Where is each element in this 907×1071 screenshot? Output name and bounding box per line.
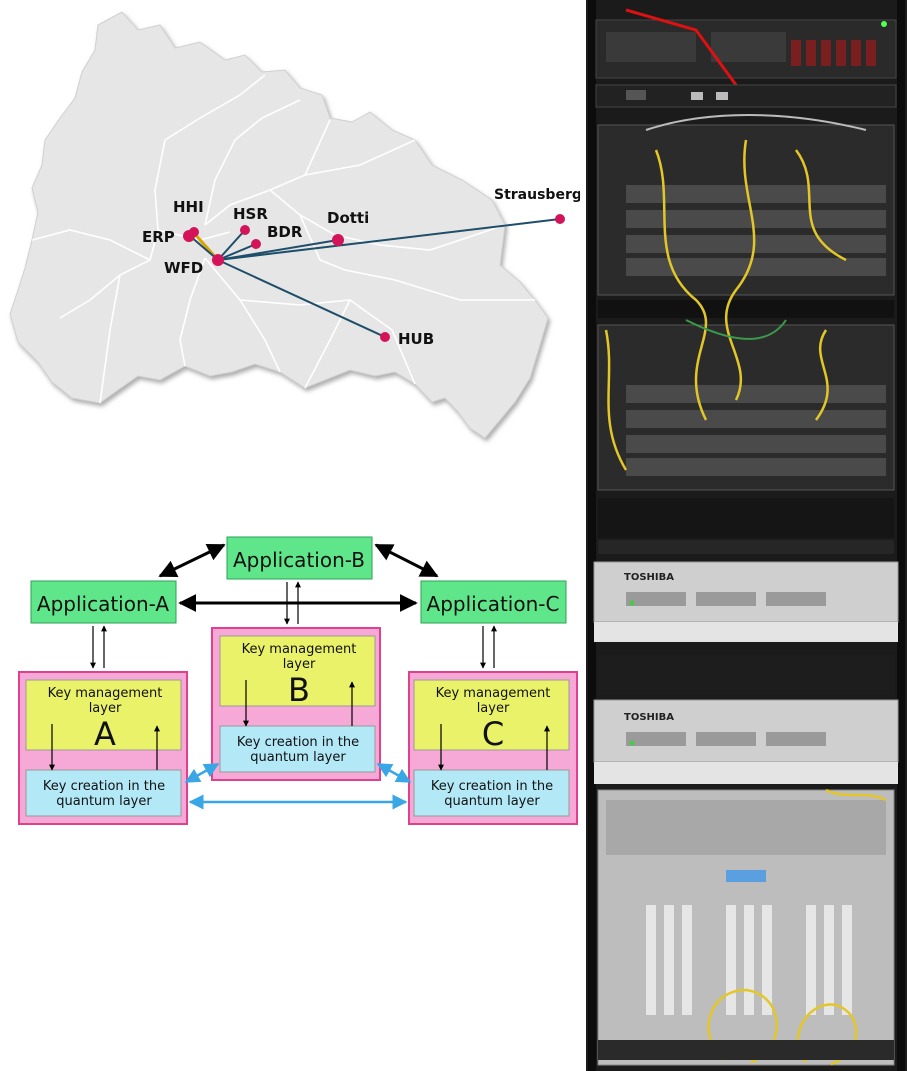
km-b-letter: B — [288, 671, 310, 709]
node-erp — [183, 230, 195, 242]
km-c-line1: Key management — [436, 686, 551, 701]
link-wfd-erp — [189, 235, 219, 261]
km-a-line2: layer — [89, 701, 122, 716]
label-erp: ERP — [142, 228, 175, 246]
q-c-line1: Key creation in the — [431, 779, 553, 794]
quantum-layer-b — [219, 725, 376, 773]
node-dotti — [332, 234, 344, 246]
quantum-links — [184, 762, 412, 810]
application-a-label: Application-A — [37, 592, 170, 616]
equipment-rack-photo: TOSHIBA TOSHIBA — [586, 0, 907, 1071]
berlin-outline — [9, 11, 549, 439]
label-strausberg: Strausberg — [494, 187, 580, 203]
application-c-label: Application-C — [427, 592, 560, 616]
q-a-line2: quantum layer — [56, 794, 152, 809]
district-borders — [31, 74, 535, 404]
quantum-link-b-c — [376, 762, 412, 784]
toshiba-unit-1-label: TOSHIBA — [624, 572, 674, 583]
q-a-line1: Key creation in the — [43, 779, 165, 794]
link-wfd-hsr — [217, 229, 246, 261]
km-b-line2: layer — [283, 657, 316, 672]
node-strausberg — [555, 214, 565, 224]
label-hsr: HSR — [233, 205, 268, 223]
label-hub: HUB — [398, 330, 434, 348]
network-nodes — [183, 214, 565, 342]
q-b-line2: quantum layer — [250, 750, 346, 765]
km-layer-c — [413, 679, 570, 751]
label-hhi: HHI — [173, 198, 204, 216]
km-a-letter: A — [94, 715, 116, 753]
node-bdr — [251, 239, 261, 249]
km-a-line1: Key management — [48, 686, 163, 701]
toshiba-unit-2 — [593, 699, 899, 763]
arrow-a-b — [158, 543, 226, 578]
q-b-line1: Key creation in the — [237, 735, 359, 750]
link-wfd-bdr — [217, 243, 257, 261]
link-wfd-hub — [217, 259, 386, 338]
toshiba-unit-2-label: TOSHIBA — [624, 712, 674, 723]
berlin-network-map: HHI ERP HSR BDR Dotti WFD Strausberg HUB — [9, 11, 580, 439]
qkd-layer-diagram: Application-A Application-B Application-… — [18, 536, 578, 825]
km-b-line1: Key management — [242, 642, 357, 657]
node-wfd — [212, 254, 224, 266]
link-wfd-strausberg — [217, 218, 561, 261]
node-hub — [380, 332, 390, 342]
layer-arrows — [49, 581, 550, 771]
q-c-line2: quantum layer — [444, 794, 540, 809]
application-a-box — [30, 580, 177, 624]
km-c-line2: layer — [477, 701, 510, 716]
label-dotti: Dotti — [327, 209, 369, 227]
km-c-letter: C — [482, 715, 504, 753]
label-bdr: BDR — [267, 223, 303, 241]
application-b-label: Application-B — [233, 548, 365, 572]
network-links — [189, 218, 561, 338]
arrow-b-c — [374, 543, 439, 578]
node-hsr — [240, 225, 250, 235]
application-b-box — [226, 536, 373, 580]
quantum-layer-a — [25, 769, 182, 817]
label-wfd: WFD — [164, 259, 203, 277]
application-c-box — [420, 580, 567, 624]
quantum-link-a-b — [184, 762, 220, 784]
quantum-layer-c — [413, 769, 570, 817]
